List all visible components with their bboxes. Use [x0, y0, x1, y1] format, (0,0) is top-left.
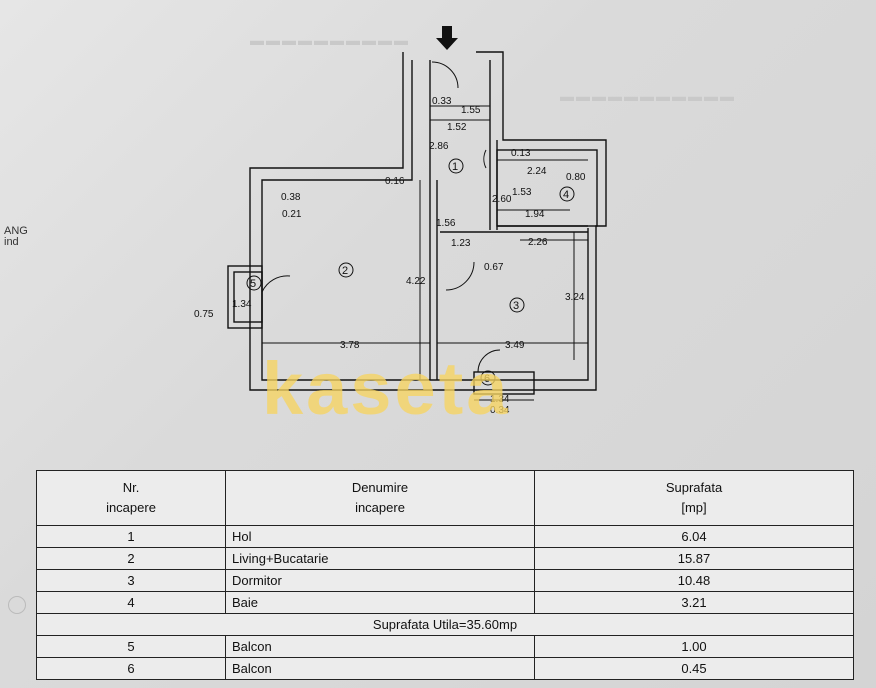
- walls: [227, 51, 607, 395]
- dimension-label: 0.75: [194, 309, 214, 320]
- dimension-label: 0.34: [490, 405, 510, 416]
- punch-hole: [8, 596, 26, 614]
- room-number-labels: 1 2 3 4 5 6: [246, 158, 575, 386]
- room-number: 5: [250, 278, 256, 290]
- dimension-label: 2.26: [528, 237, 548, 248]
- floor-plan: 1 2 3 4 5 6 0.33 1.55 1.52 2.86 0.13 2.2…: [194, 26, 607, 416]
- dimension-label: 2.86: [429, 141, 449, 152]
- dimension-label: 0.21: [282, 209, 302, 220]
- dimension-label: 3.49: [505, 340, 525, 351]
- header-room-number: Nr.incapere: [36, 470, 226, 526]
- dimension-label: 1.94: [525, 209, 545, 220]
- dimension-label: 0.13: [511, 148, 531, 159]
- header-surface: Suprafata[mp]: [534, 470, 854, 526]
- dimension-label: 0.67: [484, 262, 504, 273]
- dimension-label: 1.23: [451, 238, 471, 249]
- room-number: 1: [452, 161, 458, 173]
- dimension-label: 1.34: [490, 394, 510, 405]
- dimension-label: 1.55: [461, 105, 481, 116]
- table-row: 1 Hol 6.04: [36, 525, 854, 548]
- room-number: 3: [513, 300, 519, 312]
- table-row: 2 Living+Bucatarie 15.87: [36, 547, 854, 570]
- room-number: 6: [484, 373, 490, 385]
- dimension-label: 1.52: [447, 122, 467, 133]
- door-swings: [261, 61, 501, 373]
- dimension-label: 2.24: [527, 166, 547, 177]
- dimension-label: 1.34: [232, 299, 252, 310]
- room-number: 2: [342, 265, 348, 277]
- dimension-label: 3.78: [340, 340, 360, 351]
- dimension-label: 0.33: [432, 96, 452, 107]
- dimension-label: 2.60: [492, 194, 512, 205]
- dimension-label: 1.53: [512, 187, 532, 198]
- table-row: 5 Balcon 1.00: [36, 635, 854, 658]
- side-note: ANG ind: [4, 225, 28, 248]
- dimension-labels: 0.33 1.55 1.52 2.86 0.13 2.24 0.80 0.16 …: [194, 96, 586, 416]
- dimension-label: 0.16: [385, 176, 405, 187]
- entrance-arrow-icon: [436, 26, 458, 50]
- dimension-label: 0.38: [281, 192, 301, 203]
- faded-text: ▬▬▬▬▬▬▬▬▬▬: [250, 32, 410, 48]
- total-row: Suprafata Utila=35.60mp: [36, 613, 854, 636]
- dimension-label: 3.24: [565, 292, 585, 303]
- faded-text: ▬▬▬▬▬▬▬▬▬▬▬: [560, 88, 736, 104]
- dimension-label: 0.80: [566, 172, 586, 183]
- total-usable-area: Suprafata Utila=35.60mp: [36, 613, 854, 636]
- table-row: 3 Dormitor 10.48: [36, 569, 854, 592]
- dimension-label: 4.22: [406, 276, 426, 287]
- dimension-label: 1.56: [436, 218, 456, 229]
- table-row: 4 Baie 3.21: [36, 591, 854, 614]
- dimension-lines: [262, 105, 588, 401]
- room-number: 4: [563, 189, 569, 201]
- watermark: kaseta: [262, 347, 511, 430]
- table-row: 6 Balcon 0.45: [36, 657, 854, 680]
